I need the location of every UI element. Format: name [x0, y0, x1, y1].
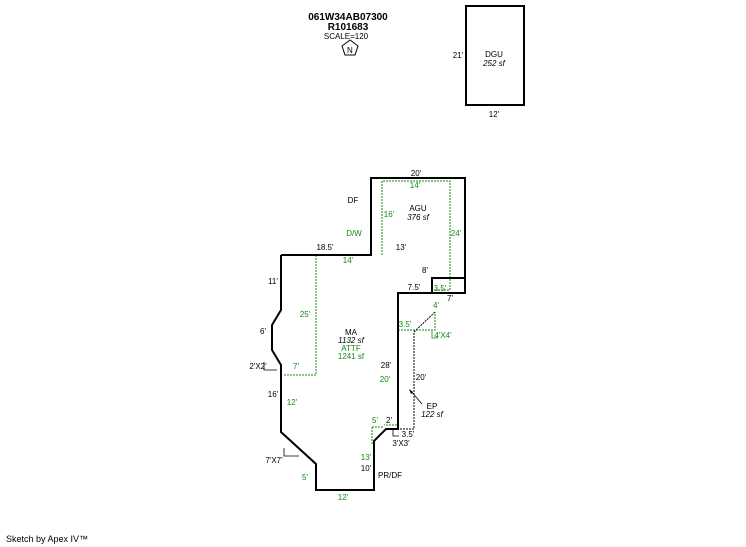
corner-callout: 7'X7' — [265, 448, 299, 465]
attf-label: ATTF — [341, 344, 361, 353]
dgu-height-label: 21' — [453, 51, 464, 60]
ep-name: EP — [427, 402, 438, 411]
agu-name: AGU — [409, 204, 427, 213]
green-12-left-label: 12' — [287, 398, 298, 407]
df-label: DF — [348, 196, 359, 205]
green-5-small-label: 5' — [372, 416, 378, 425]
black-2-label: 2' — [386, 416, 392, 425]
bottom-12-label: 12' — [338, 493, 349, 502]
green-13-label: 13' — [361, 453, 372, 462]
agu-inner-right: 24' — [451, 229, 462, 238]
green-4x4-callout: 4'X4' — [431, 331, 452, 340]
agu-area: 376 sf — [407, 213, 430, 222]
notch-callout: 2'X2' — [249, 362, 277, 371]
inner-7-label: 7' — [293, 362, 299, 371]
svg-text:3.5': 3.5' — [402, 430, 415, 439]
dgu-width-label: 12' — [489, 110, 500, 119]
ep-20-label: 20' — [416, 373, 427, 382]
svg-text:2'X2': 2'X2' — [249, 362, 267, 371]
agu-inner-top: 14' — [410, 181, 421, 190]
green-4-label: 4' — [433, 301, 439, 310]
agu-outline — [432, 178, 466, 294]
right-28-label: 28' — [381, 361, 392, 370]
top-left-black-label: 18.5' — [316, 243, 334, 252]
left-6-label: 6' — [260, 327, 266, 336]
sketch-credit: Sketch by Apex IV™ — [6, 534, 89, 544]
scale-label: SCALE=120 — [324, 32, 369, 41]
pr-df-label: PR/DF — [378, 471, 402, 480]
top-mid-black-label: 13' — [396, 243, 407, 252]
ma-area: 1132 sf — [338, 336, 364, 345]
ep-pointer — [409, 389, 423, 405]
north-arrow-icon: N — [341, 39, 359, 56]
agu-bottom-right-green: 3.5' — [434, 284, 447, 293]
step-8-label: 8' — [422, 266, 428, 275]
right-20-green-label: 20' — [380, 375, 391, 384]
green-35-label: 3.5' — [399, 320, 412, 329]
record-id: R101683 — [328, 22, 369, 33]
svg-text:N: N — [347, 46, 353, 55]
svg-text:4'X4': 4'X4' — [434, 331, 452, 340]
left-11-label: 11' — [268, 277, 278, 286]
ep-10-label: 10' — [361, 464, 372, 473]
agu-inner-left: 16' — [384, 210, 395, 219]
dgu-outline — [465, 5, 525, 106]
svg-text:7'X7': 7'X7' — [265, 456, 283, 465]
left-16-label: 16' — [268, 390, 279, 399]
agu-top-label: 20' — [411, 169, 422, 178]
dgu-name: DGU — [485, 50, 503, 59]
attf-area: 1241 sf — [338, 352, 365, 361]
parcel-id: 061W34AB07300 — [308, 12, 388, 23]
ep-area: 122 sf — [421, 410, 444, 419]
left-25-label: 25' — [300, 310, 311, 319]
dgu-area: 252 sf — [482, 59, 506, 68]
dw-label: D/W — [346, 229, 362, 238]
top-left-green-label: 14' — [343, 256, 354, 265]
ep-3x3-label: 3'X3' — [392, 439, 410, 448]
ep-outline — [398, 311, 436, 430]
bottom-5-label: 5' — [302, 473, 308, 482]
ep-35-callout: 3.5' — [392, 428, 415, 439]
agu-bottom-right-black: 7' — [447, 294, 453, 303]
step-75-label: 7.5' — [408, 283, 421, 292]
ma-name: MA — [345, 328, 358, 337]
